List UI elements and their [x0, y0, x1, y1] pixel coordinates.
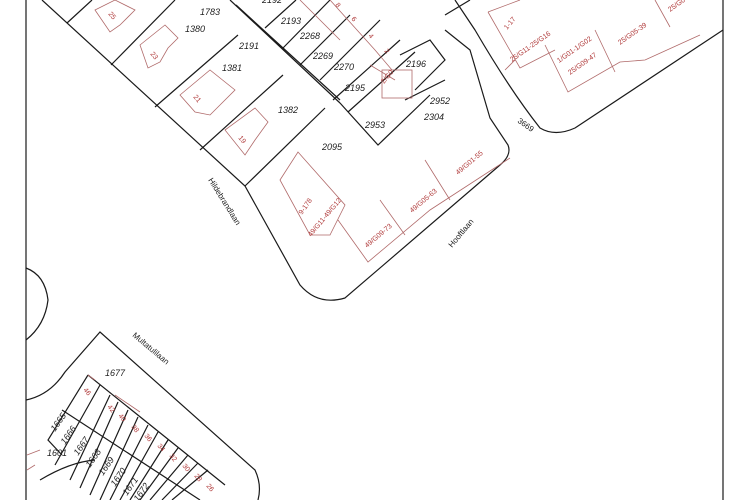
- parcel-label: 2195: [344, 83, 366, 93]
- house-number: 6: [349, 16, 357, 24]
- parcel-label: 1601: [47, 448, 67, 458]
- house-number: 23: [148, 51, 158, 62]
- parcel-label: 2192: [261, 0, 282, 5]
- house-number: 26: [204, 483, 214, 494]
- house-number: 42: [105, 404, 115, 415]
- apartment-range: 49/G05-63: [409, 188, 439, 215]
- hatched-units: [381, 69, 413, 99]
- street-label-hooftlaan: Hooftlaan: [447, 217, 476, 249]
- house-number: 36: [142, 433, 152, 444]
- left-curve: [25, 267, 49, 341]
- house-number: 21: [191, 94, 201, 105]
- unit-number: 2/G0: [380, 69, 395, 85]
- parcel-label: 1381: [222, 63, 242, 73]
- apartment-range: 25/G0: [667, 0, 687, 14]
- parcel-label: 2269: [312, 51, 333, 61]
- house-number: 34: [155, 443, 165, 454]
- parcel-label: 1669: [96, 455, 116, 477]
- house-number: 8: [333, 2, 341, 10]
- parcel-label: 2952: [429, 96, 450, 106]
- parcel-label: 1783: [200, 7, 220, 17]
- apartment-range: 49/G01-55: [455, 150, 485, 177]
- row-house-parcels: [39, 374, 226, 500]
- parcel-label: 2193: [280, 16, 301, 26]
- parcel-label: 1666: [58, 424, 78, 446]
- parcel-lines: [66, 0, 446, 187]
- house-number: 38: [129, 424, 139, 435]
- block-outline-hildebrandlaan: [41, 0, 510, 301]
- building-outlines-right: [487, 0, 701, 93]
- house-number: 46: [81, 387, 91, 398]
- parcel-label: 2270: [333, 62, 354, 72]
- garden-lines: [26, 374, 141, 471]
- parcel-label: 1382: [278, 105, 298, 115]
- house-number: 40: [116, 413, 126, 424]
- house-number: 19: [236, 135, 246, 146]
- parcel-label: 1667: [71, 434, 91, 457]
- apartment-range: 25/G05-39: [617, 22, 648, 47]
- parcel-label: 1380: [185, 24, 205, 34]
- parcel-label: 1677: [105, 368, 126, 378]
- street-label-hildebrandlaan: Hildebrandlaan: [206, 176, 242, 226]
- apartment-range: 49/G09-73: [364, 223, 394, 250]
- house-number: 28: [192, 473, 202, 484]
- street-label-3669: 3669: [516, 116, 536, 134]
- house-number: 4: [366, 33, 374, 41]
- house-number: 2: [382, 48, 390, 56]
- block-outline-right: [444, 0, 724, 134]
- house-number: 32: [167, 453, 177, 464]
- parcel-label: 2268: [299, 31, 320, 41]
- parcel-label: 2953: [364, 120, 385, 130]
- parcel-label: 2191: [238, 41, 259, 51]
- street-label-multatulilaan: Multatulilaan: [131, 331, 171, 367]
- parcel-label: 2304: [423, 112, 444, 122]
- apartment-range: 1-17: [503, 16, 517, 31]
- parcel-label: 2095: [321, 142, 343, 152]
- parcel-label: 2196: [405, 59, 426, 69]
- building-outlines: [94, 0, 511, 263]
- block-outline-multatulilaan: [25, 331, 261, 500]
- apartment-range: 9-178: [298, 197, 314, 216]
- house-number: 30: [180, 463, 190, 474]
- apartment-range: 25/G11-25/G16: [509, 30, 552, 63]
- house-number: 25: [106, 11, 116, 22]
